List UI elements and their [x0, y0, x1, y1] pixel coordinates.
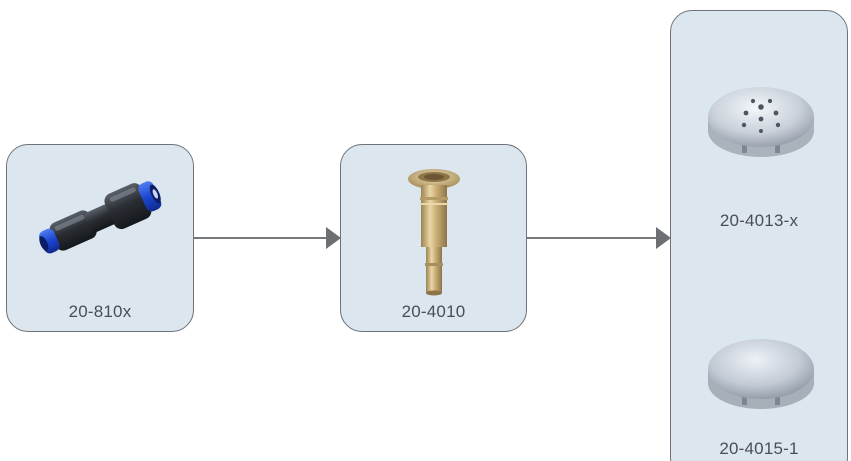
push-fitting-icon	[34, 161, 168, 273]
node-label: 20-4015-1	[671, 439, 847, 459]
solid-cap-icon	[704, 327, 818, 423]
node-card-shank[interactable]: 20-4010	[340, 144, 527, 332]
connector-shank-to-caps	[526, 227, 671, 249]
node-card-caps[interactable]: 20-4013-x 20-4015-1	[670, 10, 848, 461]
brass-shank-icon	[399, 167, 469, 299]
node-label: 20-4013-x	[671, 211, 847, 231]
node-label: 20-4010	[341, 302, 526, 322]
perforated-cap-icon	[704, 75, 818, 171]
connector-fitting-to-shank	[194, 227, 341, 249]
node-label: 20-810x	[7, 302, 193, 322]
node-card-fitting[interactable]: 20-810x	[6, 144, 194, 332]
